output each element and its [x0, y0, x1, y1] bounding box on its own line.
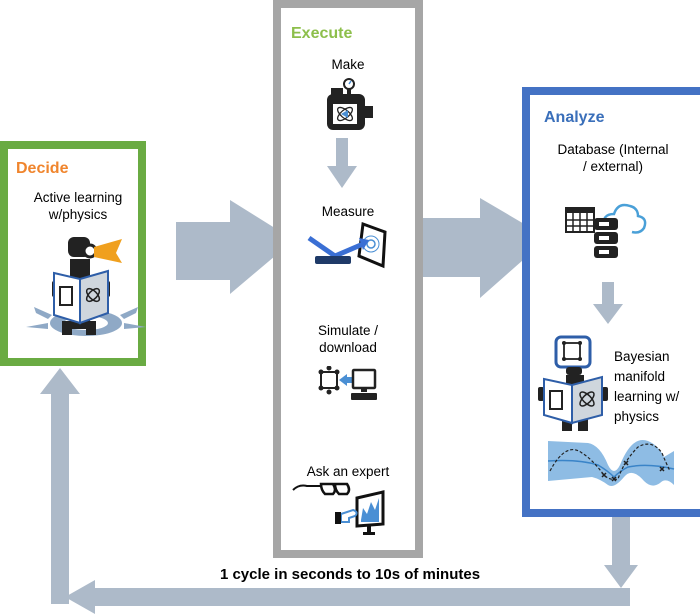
- beam-detector-icon: [307, 221, 387, 269]
- execute-title: Execute: [291, 25, 353, 42]
- crystal-computer-icon: [318, 366, 377, 400]
- arrow-analyze-down: [604, 517, 638, 588]
- arrow-return-up: [40, 368, 80, 604]
- arrow-execute-to-analyze: [401, 198, 548, 298]
- make-to-measure-arrow: [327, 138, 357, 188]
- simulate-download-label: Simulate / download: [317, 323, 379, 355]
- database-cloud-icon: [565, 203, 647, 258]
- cycle-caption: 1 cycle in seconds to 10s of minutes: [219, 566, 481, 583]
- arrow-return-bottom: [65, 580, 630, 614]
- database-label: Database (Internal / external): [557, 142, 669, 174]
- analyze-stage-box: Analyze Database (Internal / external): [522, 87, 700, 517]
- decide-stage-box: Decide Active learning w/physics: [0, 141, 146, 366]
- analyze-title: Analyze: [544, 109, 605, 126]
- reactor-vessel-icon: [327, 78, 373, 130]
- bayesian-label: Bayesian manifold learning w/ physics: [614, 349, 680, 424]
- make-label: Make: [331, 57, 365, 72]
- active-learning-label: Active learning w/physics: [33, 190, 123, 222]
- glasses-touchscreen-icon: [292, 482, 385, 535]
- ask-expert-label: Ask an expert: [306, 464, 390, 479]
- robot-bayesian-icon: [538, 335, 608, 431]
- execute-stage-box: Execute Make Measure Simulate / download: [273, 0, 423, 558]
- gaussian-process-plot-icon: [548, 440, 675, 486]
- arrow-decide-to-execute: [176, 200, 294, 294]
- database-to-bayesian-arrow: [593, 282, 623, 324]
- robot-reading-book-icon: [26, 237, 146, 336]
- measure-label: Measure: [321, 204, 375, 219]
- decide-title: Decide: [16, 160, 69, 177]
